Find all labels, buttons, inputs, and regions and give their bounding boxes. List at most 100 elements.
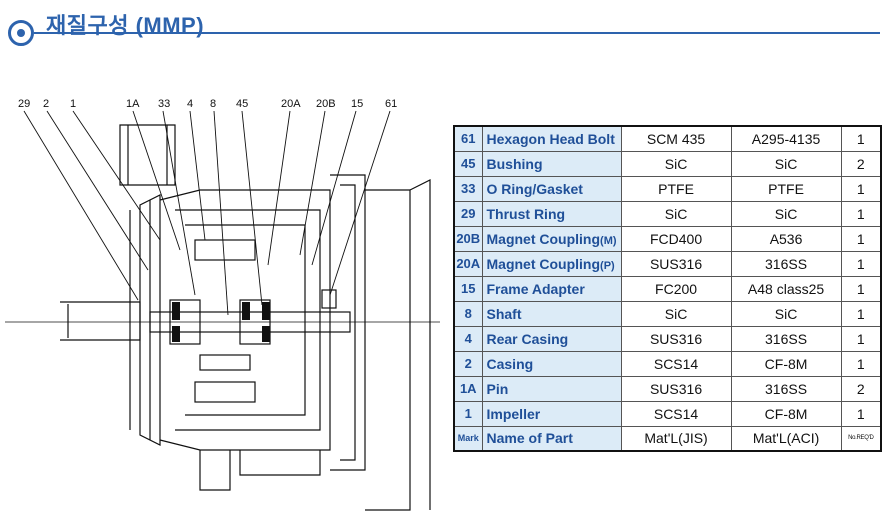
section-title: 재질구성 (MMP) [46,13,205,38]
row-mark: 33 [453,175,483,202]
row-name: Casing [481,350,622,377]
row-material-jis: SiC [620,150,732,177]
row-qty: 1 [840,325,882,352]
header-qty-required: No.REQ'D [840,425,882,452]
header-rule [34,32,880,34]
row-qty: 1 [840,225,882,252]
callout-4: 4 [187,98,193,110]
pump-cross-section-drawing: 29 2 1 1A 33 4 8 45 20A 20B 15 61 [0,90,445,520]
row-material-jis: SUS316 [620,375,732,402]
row-qty: 1 [840,200,882,227]
table-row: 45 Bushing SiC SiC 2 [453,150,882,177]
row-name: Thrust Ring [481,200,622,227]
row-material-jis: SCS14 [620,400,732,427]
row-mark: 61 [453,125,483,152]
section-header: 재질구성 (MMP) [0,0,892,50]
row-mark: 2 [453,350,483,377]
table-row: 4 Rear Casing SUS316 316SS 1 [453,325,882,352]
table-row: 1 Impeller SCS14 CF-8M 1 [453,400,882,427]
callout-1: 1 [70,98,76,110]
callout-8: 8 [210,98,216,110]
table-row: 2 Casing SCS14 CF-8M 1 [453,350,882,377]
table-row: 1A Pin SUS316 316SS 2 [453,375,882,402]
row-material-aci: CF-8M [730,350,842,377]
row-name: Pin [481,375,622,402]
row-name: Impeller [481,400,622,427]
callout-2: 2 [43,98,49,110]
table-row: 8 Shaft SiC SiC 1 [453,300,882,327]
row-material-jis: PTFE [620,175,732,202]
pump-drawing-svg: 29 2 1 1A 33 4 8 45 20A 20B 15 61 [5,98,440,511]
row-material-aci: PTFE [730,175,842,202]
row-name: Bushing [481,150,622,177]
row-material-jis: SCS14 [620,350,732,377]
table-row: 29 Thrust Ring SiC SiC 1 [453,200,882,227]
callout-61: 61 [385,98,397,110]
callout-15: 15 [351,98,363,110]
leader-lines [23,110,391,316]
table-footer-header-row: Mark Name of Part Mat'L(JIS) Mat'L(ACI) … [453,425,882,452]
row-material-jis: SUS316 [620,325,732,352]
callout-33: 33 [158,98,170,110]
row-name: O Ring/Gasket [481,175,622,202]
row-material-aci: SiC [730,300,842,327]
row-mark: 45 [453,150,483,177]
row-name: Frame Adapter [481,275,622,302]
callout-1a: 1A [126,98,140,110]
row-qty: 2 [840,150,882,177]
row-material-jis: SiC [620,300,732,327]
row-mark: 29 [453,200,483,227]
row-material-jis: FC200 [620,275,732,302]
header-mark: Mark [453,425,483,452]
callout-29: 29 [18,98,30,110]
row-mark: 8 [453,300,483,327]
row-qty: 1 [840,400,882,427]
row-material-aci: 316SS [730,250,842,277]
row-material-jis: SUS316 [620,250,732,277]
hatched-sections [172,302,270,342]
row-qty: 1 [840,250,882,277]
table-row: 20A Magnet Coupling(P) SUS316 316SS 1 [453,250,882,277]
row-material-aci: 316SS [730,375,842,402]
row-mark: 1A [453,375,483,402]
row-name: Magnet Coupling(P) [481,250,622,277]
row-mark: 20B [453,225,483,252]
row-material-jis: SCM 435 [620,125,732,152]
table-row: 20B Magnet Coupling(M) FCD400 A536 1 [453,225,882,252]
row-qty: 1 [840,350,882,377]
row-material-aci: 316SS [730,325,842,352]
row-qty: 1 [840,175,882,202]
row-qty: 1 [840,300,882,327]
row-qty: 2 [840,375,882,402]
row-material-jis: SiC [620,200,732,227]
row-material-aci: A536 [730,225,842,252]
row-name: Hexagon Head Bolt [481,125,622,152]
callout-20a: 20A [281,98,301,110]
row-name: Shaft [481,300,622,327]
row-material-jis: FCD400 [620,225,732,252]
row-material-aci: A48 class25 [730,275,842,302]
row-material-aci: SiC [730,200,842,227]
parts-material-table: 61 Hexagon Head Bolt SCM 435 A295-4135 1… [453,125,883,452]
row-material-aci: SiC [730,150,842,177]
table-row: 15 Frame Adapter FC200 A48 class25 1 [453,275,882,302]
row-mark: 4 [453,325,483,352]
pump-body [5,124,440,511]
callout-45: 45 [236,98,248,110]
row-material-aci: A295-4135 [730,125,842,152]
row-name: Magnet Coupling(M) [481,225,622,252]
row-mark: 20A [453,250,483,277]
row-material-aci: CF-8M [730,400,842,427]
row-mark: 1 [453,400,483,427]
section-bullet-icon [8,20,34,46]
row-qty: 1 [840,125,882,152]
table-row: 33 O Ring/Gasket PTFE PTFE 1 [453,175,882,202]
parts-table-body: 61 Hexagon Head Bolt SCM 435 A295-4135 1… [453,125,882,452]
table-row: 61 Hexagon Head Bolt SCM 435 A295-4135 1 [453,125,882,152]
row-name: Rear Casing [481,325,622,352]
header-material-aci: Mat'L(ACI) [730,425,842,452]
header-material-jis: Mat'L(JIS) [620,425,732,452]
header-name-of-part: Name of Part [481,425,622,452]
row-qty: 1 [840,275,882,302]
callout-20b: 20B [316,98,336,110]
